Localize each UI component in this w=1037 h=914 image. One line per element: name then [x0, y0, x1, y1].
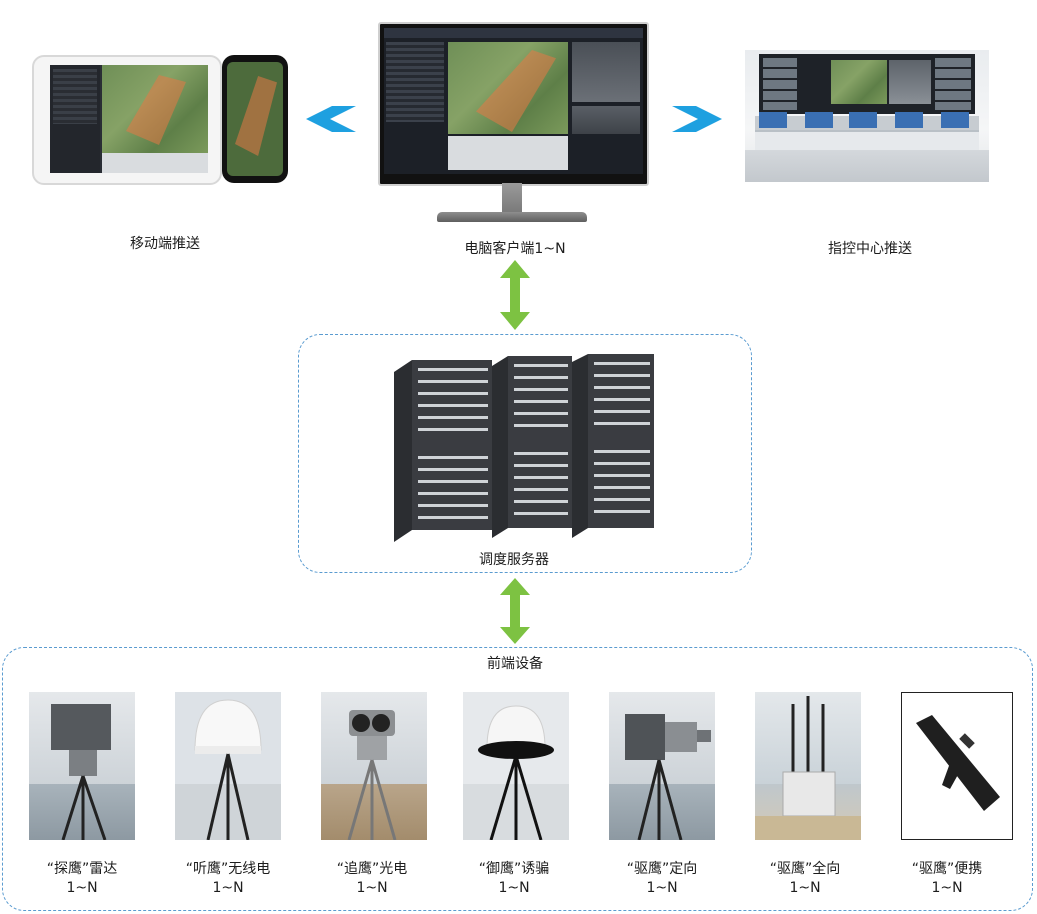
device-count: 1~N [646, 880, 678, 896]
device-count: 1~N [931, 880, 963, 896]
monitor-screen [384, 28, 643, 174]
device-count: 1~N [356, 880, 388, 896]
tablet-screen [50, 65, 208, 173]
device-label-omni: “驱鹰”全向 1~N [735, 860, 875, 898]
frontend-group-label: 前端设备 [487, 656, 543, 672]
directional-jammer-image [609, 692, 715, 840]
device-count: 1~N [498, 880, 530, 896]
device-label-directional: “驱鹰”定向 1~N [592, 860, 732, 898]
device-label-decoy: “御鹰”诱骗 1~N [444, 860, 584, 898]
decoy-device-image [463, 692, 569, 840]
device-label-radar: “探鹰”雷达 1~N [12, 860, 152, 898]
monitor-stand [502, 183, 522, 215]
device-label-portable: “驱鹰”便携 1~N [877, 860, 1017, 898]
command-center-label: 指控中心推送 [828, 241, 912, 257]
monitor-base [437, 212, 587, 222]
bidirectional-arrow-icon [500, 578, 530, 648]
portable-jammer-image [901, 692, 1013, 840]
device-name: “追鹰”光电 [336, 861, 408, 877]
device-name: “探鹰”雷达 [46, 861, 118, 877]
radar-device-image [29, 692, 135, 840]
arrow-right-icon [672, 106, 722, 132]
omni-jammer-image [755, 692, 861, 840]
server-group [298, 334, 752, 573]
electro-optical-image [321, 692, 427, 840]
device-name: “驱鹰”全向 [769, 861, 841, 877]
device-label-radio: “听鹰”无线电 1~N [158, 860, 298, 898]
radio-detector-image [175, 692, 281, 840]
device-count: 1~N [66, 880, 98, 896]
phone-screen [227, 62, 283, 176]
device-name: “御鹰”诱骗 [478, 861, 550, 877]
command-center-image [745, 50, 989, 182]
device-count: 1~N [212, 880, 244, 896]
desktop-monitor-image [378, 22, 649, 186]
desktop-client-label: 电脑客户端1~N [464, 241, 566, 257]
arrow-left-icon [306, 106, 356, 132]
phone-device-image [222, 55, 288, 183]
device-name: “驱鹰”便携 [911, 861, 983, 877]
device-name: “听鹰”无线电 [185, 861, 271, 877]
server-rack-image [392, 352, 662, 542]
frontend-device-group [2, 647, 1033, 911]
device-name: “驱鹰”定向 [626, 861, 698, 877]
server-label: 调度服务器 [479, 552, 549, 568]
bidirectional-arrow-icon [500, 260, 530, 334]
tablet-device-image [32, 55, 222, 185]
device-label-optical: “追鹰”光电 1~N [302, 860, 442, 898]
mobile-push-label: 移动端推送 [130, 236, 200, 252]
device-count: 1~N [789, 880, 821, 896]
